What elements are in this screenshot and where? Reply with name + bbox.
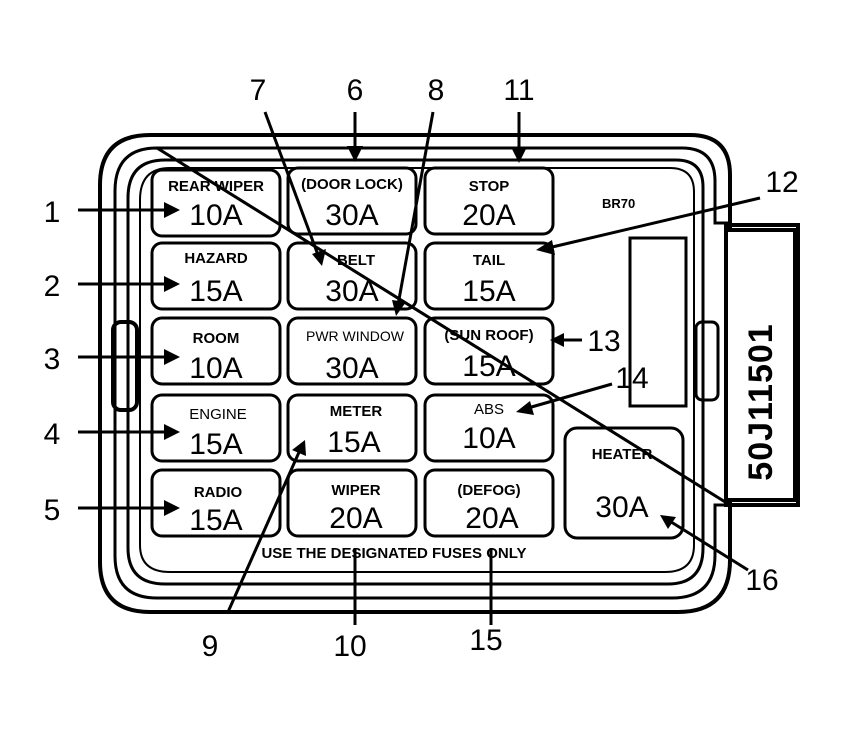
arrowhead-3 [164,349,180,365]
fuse-name-hazard: HAZARD [184,250,247,267]
fuse-slot-engine [150,393,282,463]
callout-number-11: 11 [503,74,534,107]
fuse-name-meter: METER [330,403,383,420]
box-code-label: BR70 [602,196,635,211]
callout-arrow-8 [396,111,435,306]
callout-number-8: 8 [428,74,445,107]
callout-number-12: 12 [765,166,798,199]
fuse-name-room: ROOM [193,330,240,347]
fuse-slot-pwr-window [286,316,418,386]
arrowhead-4 [164,424,180,440]
callout-arrowheads [164,146,676,529]
callout-arrows [78,111,761,625]
fuse-slot-heater [563,426,685,540]
arrowhead-6 [347,146,363,162]
fuse-amp-hazard: 15A [189,275,242,308]
callout-arrow-9 [226,449,302,613]
fuse-amp-belt: 30A [325,275,378,308]
arrowhead-9 [292,440,306,456]
fuse-amp-pwr-window: 30A [325,352,378,385]
fuse-slot-room [150,316,282,386]
callout-numbers: 1 2 3 4 5 6 7 8 9 10 11 12 13 14 15 16 [44,74,799,663]
fuse-name-tail: TAIL [473,252,505,269]
callout-number-13: 13 [587,325,620,358]
fuse-slots [150,166,685,540]
arrowhead-13 [550,333,564,347]
fuse-amp-tail: 15A [462,275,515,308]
fuse-names: REAR WIPER (DOOR LOCK) STOP HAZARD BELT … [168,176,652,501]
callout-number-7: 7 [250,74,267,107]
fuse-amp-meter: 15A [327,426,380,459]
fuse-amp-heater: 30A [595,491,648,524]
callout-arrow-16 [667,518,749,572]
fuse-slot-hazard [150,241,282,311]
fuse-amp-wiper: 20A [329,502,382,535]
fuse-name-abs: ABS [474,401,504,418]
callout-number-4: 4 [44,418,61,451]
callout-number-6: 6 [347,74,364,107]
arrowhead-7 [312,249,326,266]
fuse-amp-engine: 15A [189,428,242,461]
fuse-slot-abs [423,393,555,463]
callout-number-1: 1 [44,196,61,229]
fuse-name-belt: BELT [337,252,375,269]
arrowhead-11 [511,147,527,163]
fuse-name-door-lock: (DOOR LOCK) [301,176,403,193]
fuse-amp-door-lock: 30A [325,199,378,232]
fuse-amp-defog: 20A [465,502,518,535]
fuse-slot-radio [150,468,282,538]
callout-number-16: 16 [745,564,778,597]
fuse-amperages: 10A 30A 20A 15A 30A 15A 10A 30A 15A 15A … [189,199,648,537]
fuse-amp-radio: 15A [189,504,242,537]
fuse-slot-sun-roof [423,316,555,386]
fuse-name-stop: STOP [469,178,510,195]
footer-notice: USE THE DESIGNATED FUSES ONLY [261,545,526,562]
callout-number-2: 2 [44,270,61,303]
callout-number-15: 15 [469,624,502,657]
fuse-name-sun-roof: (SUN ROOF) [444,327,533,344]
callout-number-14: 14 [615,362,648,395]
fuse-slot-rear-wiper [150,168,282,238]
fuse-name-rear-wiper: REAR WIPER [168,178,264,195]
fuse-amp-rear-wiper: 10A [189,199,242,232]
callout-number-9: 9 [202,630,219,663]
fuse-name-radio: RADIO [194,484,243,501]
arrowhead-16 [660,515,676,529]
fuse-slot-defog [423,468,555,538]
fuse-amp-sun-roof: 15A [462,350,515,383]
arrowhead-8 [392,300,406,316]
callout-arrow-12 [547,196,761,250]
fuse-slot-belt [286,241,418,311]
part-number: 50J11501 [742,323,780,480]
fuse-name-heater: HEATER [592,446,653,463]
callout-number-5: 5 [44,494,61,527]
arrowhead-2 [164,276,180,292]
fuse-amp-abs: 10A [462,422,515,455]
fuse-slot-wiper [286,468,418,538]
fuse-slot-stop [423,166,555,236]
fuse-name-wiper: WIPER [331,482,380,499]
fuse-amp-room: 10A [189,352,242,385]
fuse-name-engine: ENGINE [189,406,247,423]
fuse-amp-stop: 20A [462,199,515,232]
fuse-name-defog: (DEFOG) [457,482,520,499]
fuse-slot-meter [286,393,418,463]
fuse-box-housing [98,133,800,614]
arrowhead-5 [164,500,180,516]
fuse-name-pwr-window: PWR WINDOW [306,328,405,344]
callout-arrow-7 [263,111,320,256]
callout-arrow-14 [527,382,613,410]
fuse-slot-tail [423,241,555,311]
callout-number-10: 10 [333,630,366,663]
arrowhead-14 [516,401,534,415]
arrowhead-12 [536,240,555,255]
arrowhead-1 [164,202,180,218]
callout-number-3: 3 [44,343,61,376]
